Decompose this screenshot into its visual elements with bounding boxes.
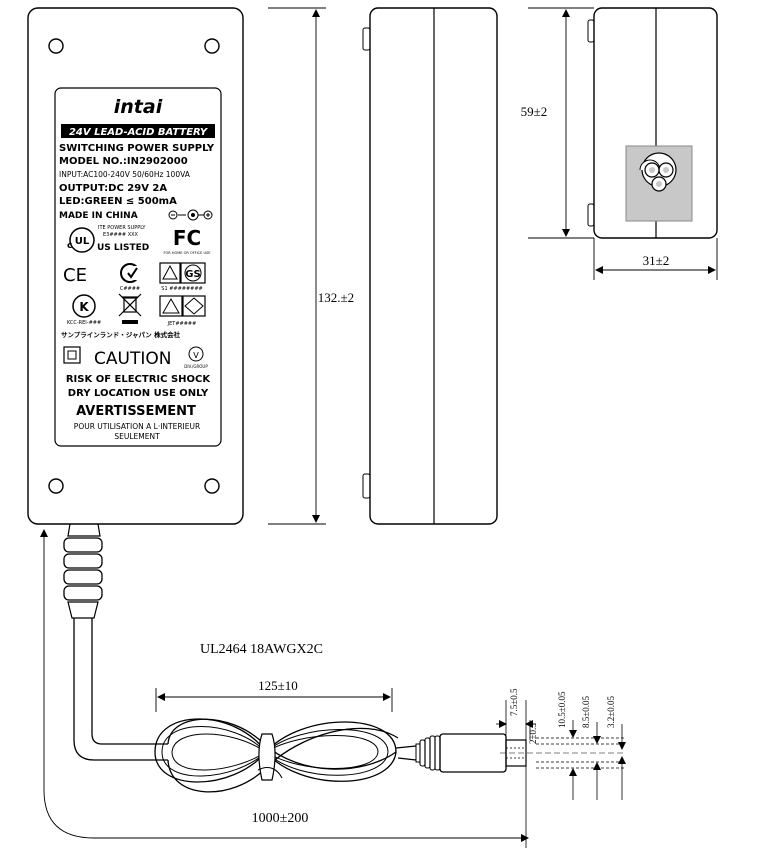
adapter-end-view — [587, 7, 718, 239]
c-tick-code: C#### — [120, 286, 140, 292]
svg-text:K: K — [79, 300, 89, 314]
screw-hole-top-right — [204, 38, 220, 54]
coil-dimension-text: 125±10 — [258, 678, 298, 693]
plug-length-7-5: 7.5±0.5 — [509, 688, 519, 716]
jet-code: JET##### — [167, 321, 197, 327]
label-line-made-in: MADE IN CHINA — [59, 211, 138, 221]
plug-inner-3-2: 3.2±0.05 — [606, 696, 616, 728]
avertissement-heading: AVERTISSEMENT — [76, 404, 196, 419]
plug-outer-10-5: 10.5±0.05 — [557, 691, 567, 728]
label-line-led: LED:GREEN ≤ 500mA — [59, 196, 177, 207]
ce-mark-icon: CE — [63, 265, 87, 286]
svg-text:V: V — [193, 351, 199, 360]
height-dimension-text: 59±2 — [521, 104, 548, 119]
pse-mark-icon — [159, 295, 206, 317]
length-dimension-text: 132.±2 — [318, 290, 354, 305]
warning-dry: DRY LOCATION USE ONLY — [68, 388, 209, 399]
gs-code: S1 ######## — [161, 286, 202, 292]
ul-ite-text: ITE POWER SUPPLY — [98, 225, 146, 231]
brand-logo: intai — [114, 96, 163, 118]
width-dimension: 31±2 — [593, 238, 718, 280]
coil-dimension: 125±10 — [155, 678, 393, 712]
dc-plug — [415, 733, 624, 773]
warning-shock: RISK OF ELECTRIC SHOCK — [66, 374, 212, 385]
battery-banner-text: 24V LEAD-ACID BATTERY — [69, 127, 209, 138]
screw-hole-bottom-left — [48, 478, 64, 494]
rating-label-panel — [54, 87, 222, 447]
length-dimension: 132.±2 — [268, 7, 354, 525]
plug-length-2: 2±0.5 — [528, 723, 538, 744]
plug-dimensions: 7.5±0.5 2±0.5 10.5±0.05 8.5±0.05 3.2±0.0… — [496, 688, 626, 848]
screw-hole-top-left — [48, 38, 64, 54]
japan-importer-text: サンプラインランド・ジャパン 株式会社 — [61, 330, 181, 339]
adapter-body-outline — [27, 7, 244, 525]
weee-bin-icon — [118, 293, 142, 324]
svg-text:UL: UL — [75, 236, 90, 247]
ul-file-text: E3#### XXX — [103, 232, 139, 238]
energy-level-sub: DIV./GROUP — [184, 364, 208, 369]
double-insulation-icon — [63, 346, 81, 364]
french-line1: POUR UTILISATION A L·INTERIEUR — [74, 422, 200, 431]
c-tick-icon — [120, 263, 140, 283]
strain-relief — [63, 523, 103, 619]
label-line-switching: SWITCHING POWER SUPPLY — [59, 143, 215, 154]
cable-length-text: 1000±200 — [252, 811, 309, 826]
caution-heading: CAUTION — [94, 349, 171, 369]
cable-length-dimension: 1000±200 — [40, 529, 529, 842]
adapter-side-view — [362, 7, 498, 525]
kc-mark-icon: K — [72, 294, 96, 318]
fcc-sub-text: FOR HOME OR OFFICE USE — [164, 251, 211, 255]
screw-hole-bottom-right — [204, 478, 220, 494]
label-line-model: MODEL NO.:IN2902000 — [59, 156, 188, 167]
battery-banner-bg — [61, 124, 215, 138]
label-line-output: OUTPUT:DC 29V 2A — [59, 183, 167, 194]
french-line2: SEULEMENT — [114, 432, 160, 441]
svg-text:GS: GS — [185, 269, 200, 280]
gs-mark-icon: GS — [159, 262, 206, 284]
adapter-front-view: intai 24V LEAD-ACID BATTERY SWITCHING PO… — [27, 7, 244, 619]
label-line-input: INPUT:AC100-240V 50/60Hz 100VA — [59, 170, 191, 179]
polarity-icon — [168, 209, 213, 221]
ul-listed-icon: UL c — [67, 227, 95, 253]
height-dimension: 59±2 — [521, 7, 594, 239]
ul-listed-text: US LISTED — [97, 243, 149, 253]
energy-level-icon — [188, 346, 204, 362]
plug-mid-8-5: 8.5±0.05 — [581, 696, 591, 728]
width-dimension-text: 31±2 — [643, 253, 670, 268]
fcc-icon: FC — [173, 226, 201, 250]
cable-spec-text: UL2464 18AWGX2C — [200, 642, 323, 657]
svg-text:c: c — [67, 241, 72, 251]
kc-code: KCC-REI-### — [67, 320, 101, 326]
